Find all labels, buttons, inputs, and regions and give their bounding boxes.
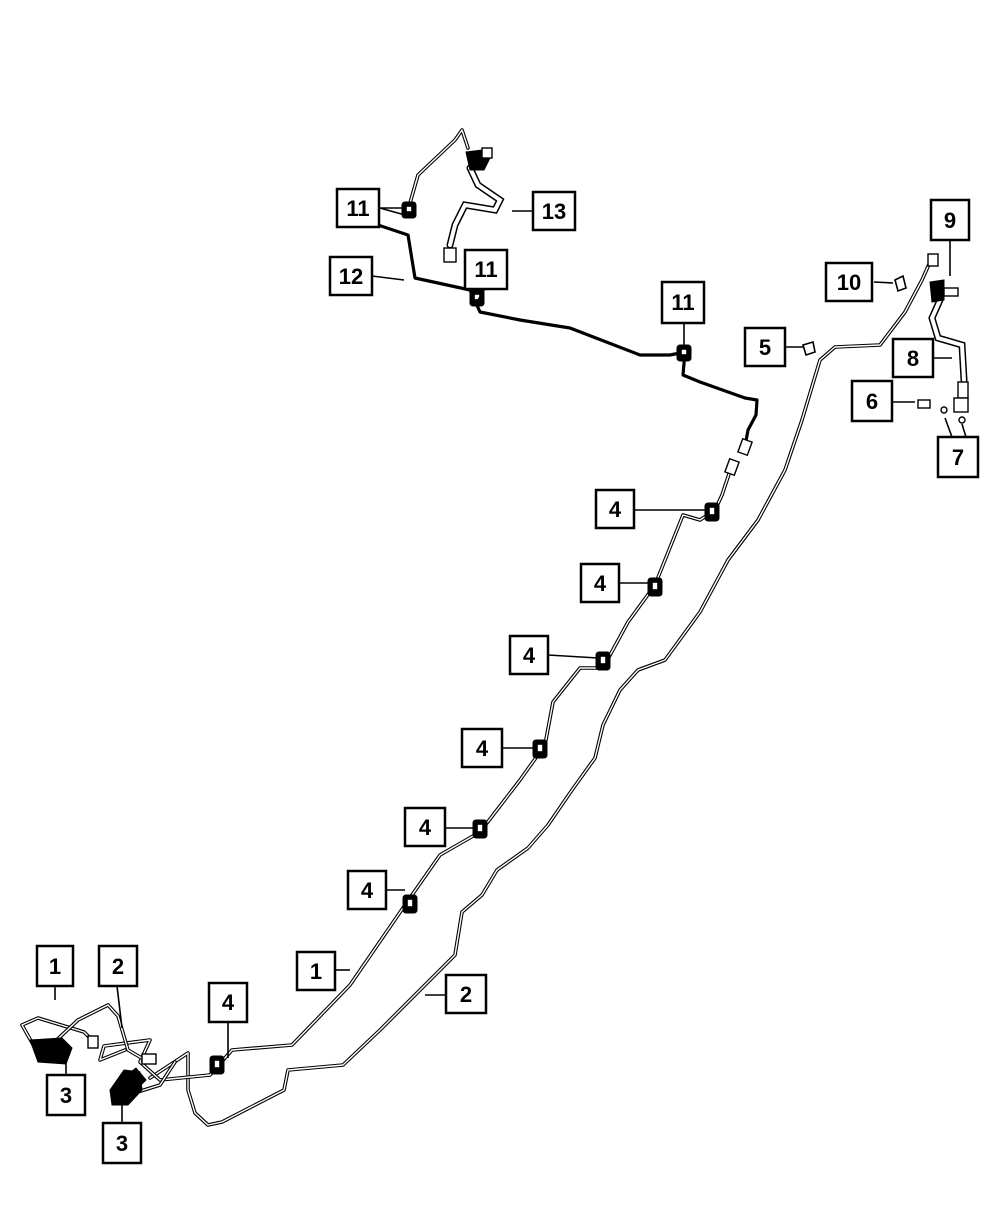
callout-label: 4 (361, 878, 374, 903)
callout-label: 12 (339, 264, 363, 289)
callout-11: 11 (335, 187, 381, 229)
callout-label: 4 (419, 815, 432, 840)
callout-label: 8 (907, 346, 919, 371)
washer-7b-icon (958, 416, 966, 424)
callout-3: 3 (101, 1121, 143, 1165)
washer-7a-icon (940, 406, 948, 414)
tube-clips-4 (209, 502, 720, 1075)
callout-4: 4 (594, 488, 636, 530)
callout-1: 1 (295, 950, 337, 992)
hose-8-fitting (957, 381, 969, 399)
callout-label: 3 (60, 1083, 72, 1108)
callout-4: 4 (508, 634, 550, 676)
tube-end-fitting-e (141, 1053, 157, 1065)
callout-label: 4 (476, 736, 489, 761)
callout-label: 10 (837, 270, 861, 295)
front-brackets (29, 1037, 147, 1106)
callout-5: 5 (743, 326, 787, 368)
callout-4: 4 (579, 562, 621, 604)
callout-label: 3 (116, 1131, 128, 1156)
hose-13-top-fitting (481, 147, 493, 159)
clip-4-icon (209, 1055, 225, 1075)
callout-label: 9 (944, 208, 956, 233)
callout-label: 2 (460, 982, 472, 1007)
clip-10-icon (894, 274, 907, 293)
clip-4-icon (532, 739, 548, 759)
clip-4-icon (595, 651, 611, 671)
tube-end-fitting-c (927, 253, 939, 267)
callout-label: 11 (474, 257, 497, 282)
brake-tubes (20, 128, 969, 1127)
callout-label: 1 (310, 959, 322, 984)
bracket-3a-icon (29, 1037, 73, 1065)
callout-label: 7 (952, 445, 964, 470)
callouts: 1 2 3 3 4 1 2 4 4 4 4 4 4 4 11 12 11 11 … (35, 187, 980, 1165)
clip-4-icon (402, 894, 418, 914)
callout-7: 7 (936, 435, 980, 479)
callout-13: 13 (531, 190, 577, 232)
callout-4: 4 (460, 727, 504, 769)
clip-5-icon (802, 340, 816, 357)
bracket-3c-icon (119, 1067, 147, 1093)
clip-4-icon (472, 819, 488, 839)
callout-2: 2 (444, 973, 488, 1015)
bolt-6-icon (917, 399, 931, 409)
tube-clips-11 (401, 201, 692, 362)
callout-label: 1 (49, 954, 61, 979)
callout-label: 2 (112, 954, 124, 979)
callout-1: 1 (35, 944, 75, 988)
callout-11: 11 (660, 280, 706, 325)
callout-12: 12 (328, 255, 374, 297)
callout-label: 6 (866, 389, 878, 414)
callout-4: 4 (346, 869, 388, 911)
callout-label: 11 (346, 196, 369, 221)
clip-4-icon (647, 577, 663, 597)
bolt-9-icon (943, 287, 959, 297)
hose-8 (928, 279, 969, 413)
callout-4: 4 (207, 981, 249, 1024)
hose-13-end-fitting (443, 247, 457, 263)
callout-label: 4 (594, 571, 607, 596)
tube-end-fitting-a (737, 437, 753, 457)
tube-12 (376, 128, 759, 454)
tube-end-fitting-b (724, 457, 740, 477)
callout-label: 4 (222, 990, 235, 1015)
hose-8-bracket (929, 279, 945, 303)
tube-end-fitting-d (87, 1035, 99, 1049)
callout-label: 5 (759, 335, 771, 360)
hardware (87, 253, 966, 1065)
hose-8-block (953, 397, 969, 413)
tube-2 (148, 256, 938, 1127)
clip-11-icon (676, 344, 692, 362)
tube-1 (98, 463, 734, 1082)
callout-10: 10 (824, 261, 874, 303)
callout-label: 4 (609, 497, 622, 522)
callout-label: 11 (671, 290, 694, 315)
hose-13 (443, 147, 505, 263)
callout-9: 9 (929, 198, 971, 242)
callout-2: 2 (97, 944, 139, 988)
callout-4: 4 (403, 806, 447, 848)
clip-11-icon (401, 201, 417, 219)
callout-6: 6 (850, 379, 894, 423)
leader-lines (54, 207, 967, 1123)
callout-label: 4 (523, 643, 536, 668)
callout-11: 11 (463, 248, 509, 291)
callout-8: 8 (891, 337, 935, 379)
callout-label: 13 (542, 199, 566, 224)
clip-4-icon (704, 502, 720, 522)
front-left-tubes (20, 1003, 177, 1097)
callout-3: 3 (45, 1073, 87, 1117)
